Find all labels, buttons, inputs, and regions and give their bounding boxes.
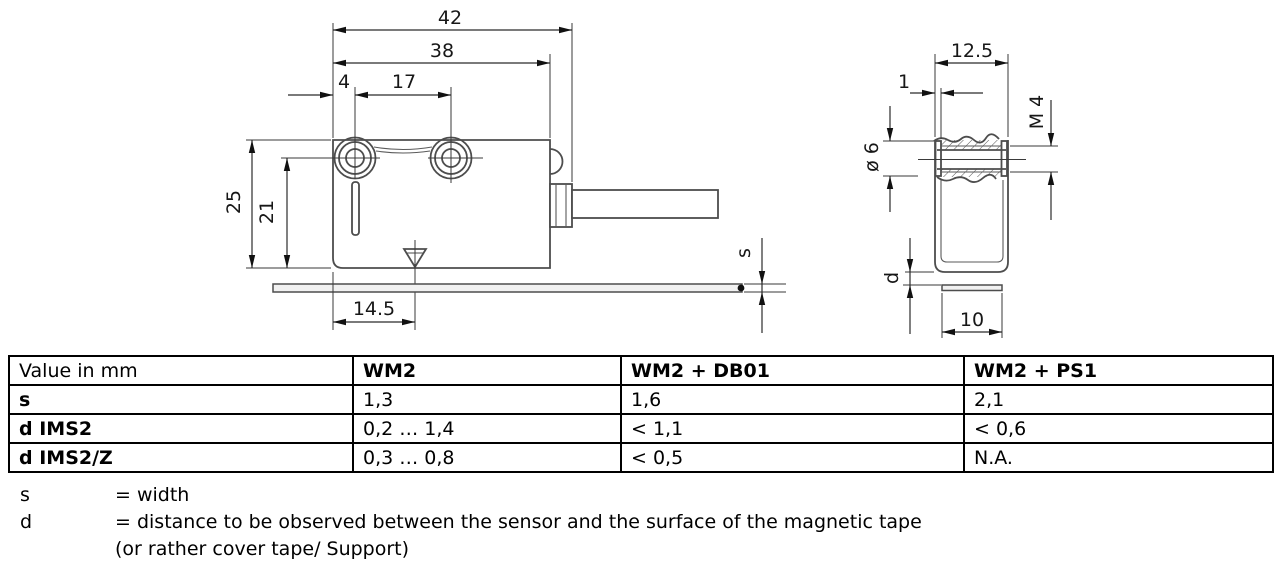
magnetic-tape bbox=[272, 283, 743, 293]
cell-s-wm2: 1,3 bbox=[352, 384, 622, 415]
cell-dims2z-ps1: N.A. bbox=[963, 442, 1274, 473]
row-label-d-ims2: d IMS2 bbox=[8, 413, 354, 444]
magnetic-tape-end bbox=[941, 284, 1003, 292]
dim-10-label: 10 bbox=[960, 309, 984, 331]
dim-12-5-label: 12.5 bbox=[951, 40, 993, 62]
indicator-bump bbox=[549, 148, 564, 175]
threaded-bushing-section bbox=[918, 133, 1026, 183]
dim-14-5-label: 14.5 bbox=[353, 298, 395, 320]
cell-s-ps1: 2,1 bbox=[963, 384, 1274, 415]
dim-42-label: 42 bbox=[438, 7, 462, 29]
sensor-body-outline bbox=[332, 139, 551, 269]
table-row-s: s 1,3 1,6 2,1 bbox=[8, 384, 1274, 415]
dim-s-label: s bbox=[733, 248, 755, 258]
legend-row-d: d = distance to be observed between the … bbox=[20, 509, 922, 536]
cell-dims2-wm2: 0,2 … 1,4 bbox=[352, 413, 622, 444]
cable bbox=[571, 189, 719, 219]
table-header-row: Value in mm WM2 WM2 + DB01 WM2 + PS1 bbox=[8, 355, 1274, 386]
side-view-dimensions: 42 38 4 17 25 21 14.5 s bbox=[223, 7, 786, 333]
legend-text-d: = distance to be observed between the se… bbox=[115, 511, 922, 533]
dimension-drawing: 42 38 4 17 25 21 14.5 s bbox=[223, 7, 1058, 338]
dim-25-label: 25 bbox=[223, 190, 245, 214]
col-header-wm2-db01: WM2 + DB01 bbox=[620, 355, 965, 386]
table-row-d-ims2: d IMS2 0,2 … 1,4 < 1,1 < 0,6 bbox=[8, 413, 1274, 444]
dim-d-label: d bbox=[881, 272, 903, 284]
cell-dims2z-wm2: 0,3 … 0,8 bbox=[352, 442, 622, 473]
tape-end-mark bbox=[737, 284, 745, 292]
legend-symbol-d: d bbox=[20, 511, 33, 533]
cell-s-db01: 1,6 bbox=[620, 384, 965, 415]
col-header-value-in-mm: Value in mm bbox=[8, 355, 354, 386]
legend-text-d2: (or rather cover tape/ Support) bbox=[115, 538, 410, 560]
sensor-end-view bbox=[918, 133, 1026, 292]
cell-dims2-ps1: < 0,6 bbox=[963, 413, 1274, 444]
row-label-d-ims2z: d IMS2/Z bbox=[8, 442, 354, 473]
dim-21-label: 21 bbox=[256, 200, 278, 224]
end-body-inner bbox=[940, 180, 1004, 263]
dim-38-label: 38 bbox=[430, 40, 454, 62]
dim-1-label: 1 bbox=[898, 71, 910, 93]
boss-bridge bbox=[373, 146, 433, 151]
row-label-s: s bbox=[8, 384, 354, 415]
cable-gland bbox=[549, 183, 573, 228]
dim-m4-label: M 4 bbox=[1026, 95, 1048, 130]
slot bbox=[351, 181, 360, 236]
cell-dims2-db01: < 1,1 bbox=[620, 413, 965, 444]
dim-17-label: 17 bbox=[392, 71, 416, 93]
end-view-dimensions: 12.5 1 M 4 ø 6 d 10 bbox=[861, 40, 1058, 338]
table-row-d-ims2z: d IMS2/Z 0,3 … 0,8 < 0,5 N.A. bbox=[8, 442, 1274, 473]
legend-row-s: s = width bbox=[20, 482, 922, 509]
boss-bridge bbox=[375, 150, 431, 154]
col-header-wm2: WM2 bbox=[352, 355, 622, 386]
legend-row-d2: (or rather cover tape/ Support) bbox=[20, 536, 922, 563]
legend-symbol-empty bbox=[20, 536, 115, 563]
legend-symbol-s: s bbox=[20, 484, 30, 506]
sensor-side-view bbox=[272, 87, 745, 330]
dim-4-label: 4 bbox=[338, 71, 350, 93]
legend: s = width d = distance to be observed be… bbox=[20, 482, 922, 563]
col-header-wm2-ps1: WM2 + PS1 bbox=[963, 355, 1274, 386]
legend-text-s: = width bbox=[115, 484, 190, 506]
dim-dia6-label: ø 6 bbox=[861, 142, 883, 172]
values-table: Value in mm WM2 WM2 + DB01 WM2 + PS1 s 1… bbox=[8, 355, 1274, 473]
cell-dims2z-db01: < 0,5 bbox=[620, 442, 965, 473]
